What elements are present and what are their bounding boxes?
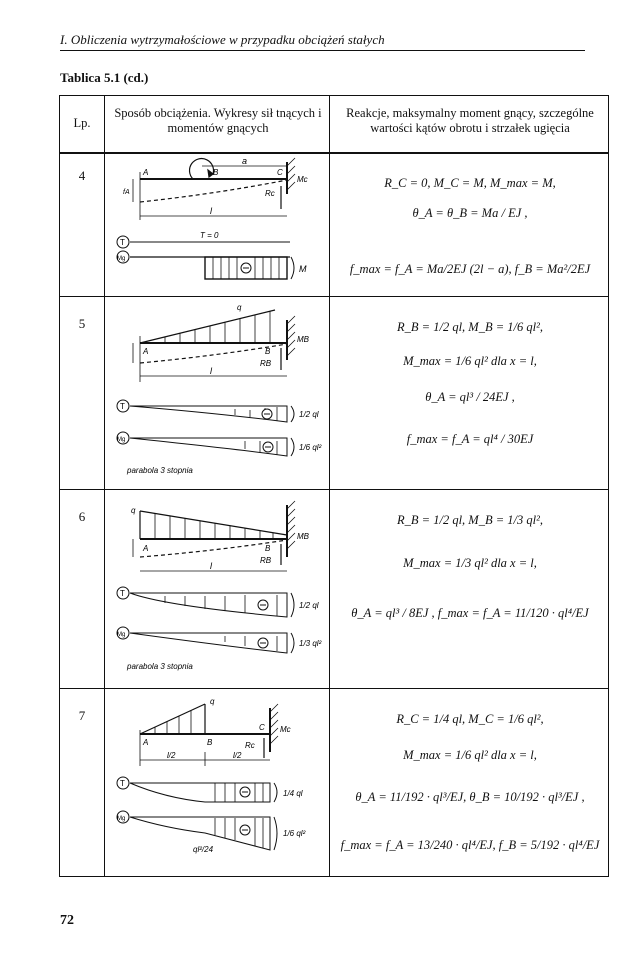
svg-text:Mg: Mg: [117, 437, 125, 443]
row-4-formula-2: θ_A = θ_B = Ma / EJ ,: [412, 206, 528, 220]
svg-text:l/2: l/2: [233, 751, 242, 760]
svg-text:q: q: [237, 303, 242, 312]
row-6-formulas: R_B = 1/2 ql, M_B = 1/3 ql², M_max = 1/3…: [330, 491, 610, 686]
row-4-T-label: T: [120, 238, 125, 247]
col-header-load: Sposób obciążenia. Wykresy sił tnących i…: [114, 106, 322, 135]
svg-text:B: B: [265, 544, 271, 553]
col-header-results: Reakcje, maksymalny moment gnący, szczeg…: [346, 106, 594, 135]
svg-text:l: l: [210, 366, 213, 376]
row-6-lp: 6: [78, 509, 86, 524]
row-4-formulas: R_C = 0, M_C = M, M_max = M, θ_A = θ_B =…: [330, 154, 610, 294]
svg-text:1/2 ql: 1/2 ql: [299, 410, 319, 419]
svg-text:parabola 3 stopnia: parabola 3 stopnia: [126, 662, 193, 671]
svg-text:1/3 ql²: 1/3 ql²: [299, 639, 322, 648]
row-7-formula-2: M_max = 1/6 ql² dla x = l,: [403, 748, 537, 762]
row-7-formula-1: R_C = 1/4 ql, M_C = 1/6 ql²,: [396, 712, 544, 726]
svg-text:B: B: [213, 168, 219, 177]
svg-text:q: q: [131, 506, 136, 515]
svg-text:Rc: Rc: [265, 189, 275, 198]
svg-text:l/2: l/2: [167, 751, 176, 760]
svg-text:B: B: [265, 347, 271, 356]
table-title: Tablica 5.1 (cd.): [60, 70, 149, 85]
svg-text:B: B: [207, 738, 213, 747]
svg-text:1/6 ql²: 1/6 ql²: [299, 443, 322, 452]
running-header: I. Obliczenia wytrzymałościowe w przypad…: [60, 32, 585, 51]
svg-text:RB: RB: [260, 359, 272, 368]
row-6-figure: T Mg 1/2 ql 1/3 ql² parabola 3 stopnia q…: [105, 491, 373, 686]
row-4-M-label: M: [299, 264, 307, 274]
svg-text:A: A: [142, 347, 148, 356]
row-4-lp: 4: [78, 168, 86, 183]
row-5-lp: 5: [78, 316, 86, 331]
svg-text:1/6 ql²: 1/6 ql²: [283, 829, 306, 838]
row-5-formula-4: f_max = f_A = ql⁴ / 30EJ: [406, 432, 534, 446]
svg-text:l: l: [210, 561, 213, 571]
svg-text:A: A: [142, 738, 148, 747]
row-4-formula-1: R_C = 0, M_C = M, M_max = M,: [384, 176, 556, 190]
svg-text:a: a: [242, 156, 247, 166]
svg-text:T: T: [120, 402, 125, 411]
svg-text:C: C: [277, 168, 283, 177]
svg-text:fA: fA: [123, 189, 130, 196]
svg-text:Mc: Mc: [297, 175, 308, 184]
row-6-formula-1: R_B = 1/2 ql, M_B = 1/3 ql²,: [397, 513, 543, 527]
row-5-formula-3: θ_A = ql³ / 24EJ ,: [425, 390, 515, 404]
row-5-figure: T Mg 1/2 ql 1/6 ql² parabola 3 stopnia q…: [105, 298, 373, 486]
row-7-formula-3: θ_A = 11/192 · ql³/EJ, θ_B = 10/192 · ql…: [355, 790, 585, 804]
svg-text:A: A: [142, 168, 148, 177]
load-table: Lp. Sposób obciążenia. Wykresy sił tnący…: [59, 95, 609, 877]
row-5-formula-2: M_max = 1/6 ql² dla x = l,: [403, 354, 537, 368]
col-header-lp: Lp.: [73, 116, 91, 130]
row-4-Mg-label: Mg: [117, 256, 125, 262]
svg-text:A: A: [142, 544, 148, 553]
row-7-lp: 7: [78, 708, 86, 723]
svg-text:Mg: Mg: [117, 632, 125, 638]
row-5-formulas: R_B = 1/2 ql, M_B = 1/6 ql², M_max = 1/6…: [330, 298, 610, 486]
svg-text:l: l: [210, 206, 213, 216]
row-7-formula-4: f_max = f_A = 13/240 · ql⁴/EJ, f_B = 5/1…: [340, 838, 600, 852]
svg-text:parabola 3 stopnia: parabola 3 stopnia: [126, 466, 193, 475]
svg-text:T: T: [120, 779, 125, 788]
row-4-formula-3: f_max = f_A = Ma/2EJ (2l − a), f_B = Ma²…: [349, 262, 591, 276]
row-7-figure: T Mg 1/4 ql 1/6 ql² ql²/24 q A B C Rc Mc…: [105, 690, 373, 876]
svg-text:1/2 ql: 1/2 ql: [299, 601, 319, 610]
svg-text:Mg: Mg: [117, 816, 125, 822]
row-6-formula-2: M_max = 1/3 ql² dla x = l,: [403, 556, 537, 570]
svg-text:Rc: Rc: [245, 741, 255, 750]
page-number: 72: [60, 913, 74, 928]
svg-text:MB: MB: [297, 532, 310, 541]
row-4-figure: T Mg T = 0 M a l A B C Rc Mc fA: [105, 154, 373, 294]
svg-text:Mc: Mc: [280, 725, 291, 734]
row-7-formulas: R_C = 1/4 ql, M_C = 1/6 ql², M_max = 1/6…: [330, 690, 610, 876]
row-6-formula-3: θ_A = ql³ / 8EJ , f_max = f_A = 11/120 ·…: [351, 606, 589, 620]
svg-text:T: T: [120, 589, 125, 598]
svg-text:1/4 ql: 1/4 ql: [283, 789, 303, 798]
svg-text:RB: RB: [260, 556, 272, 565]
svg-text:ql²/24: ql²/24: [193, 845, 214, 854]
row-5-formula-1: R_B = 1/2 ql, M_B = 1/6 ql²,: [397, 320, 543, 334]
svg-text:C: C: [259, 723, 265, 732]
svg-text:q: q: [210, 697, 215, 706]
row-4-T0-label: T = 0: [200, 231, 219, 240]
svg-text:MB: MB: [297, 335, 310, 344]
